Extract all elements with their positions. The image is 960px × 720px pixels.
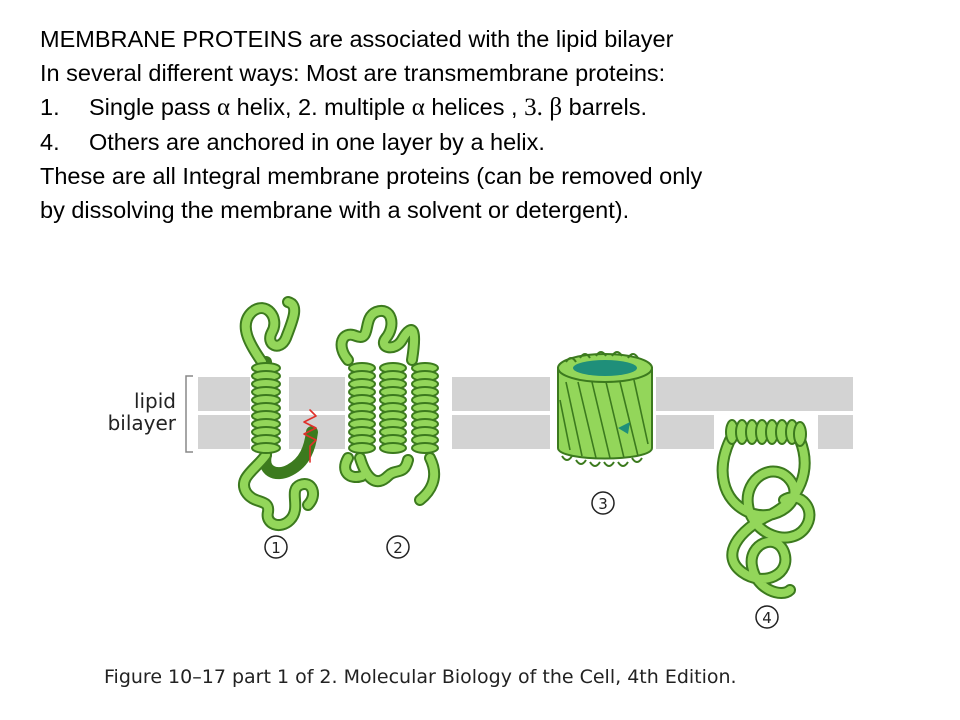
item-text: Single pass <box>89 94 218 120</box>
list-item-1: 1. Single pass α helix, 2. multiple α hel… <box>40 90 955 125</box>
lipid-anchor <box>303 409 317 463</box>
figure-caption: Figure 10–17 part 1 of 2. Molecular Biol… <box>104 666 737 688</box>
membrane-upper-leaflet <box>452 377 550 411</box>
alpha-symbol: α <box>411 94 425 121</box>
marker-1: 1 <box>271 539 281 557</box>
membrane-upper-leaflet <box>198 377 250 411</box>
monolayer-anchored-protein <box>716 419 816 599</box>
item-text: Others are anchored in one layer by a he… <box>89 129 545 155</box>
lipid-label-line-1: lipid <box>133 389 176 413</box>
list-item-4: 4. Others are anchored in one layer by a … <box>40 125 955 159</box>
lipid-bilayer <box>198 377 853 449</box>
membrane-lower-leaflet <box>656 415 714 449</box>
heading-line-2: In several different ways: Most are tran… <box>40 60 666 86</box>
membrane-lower-leaflet <box>818 415 853 449</box>
beta-barrel-protein <box>557 351 653 467</box>
membrane-lower-leaflet <box>198 415 250 449</box>
markers: 1 2 3 4 <box>264 491 779 629</box>
slide-text: MEMBRANE PROTEINS are associated with th… <box>40 22 955 227</box>
marker-2: 2 <box>393 539 403 557</box>
alpha-symbol: α <box>217 94 231 121</box>
item-number-3: 3. <box>524 94 543 121</box>
multipass-protein <box>335 305 441 506</box>
lipid-bilayer-label: lipid bilayer <box>104 390 176 434</box>
list-number: 1. <box>40 94 60 120</box>
membrane-lower-leaflet <box>452 415 550 449</box>
heading-line-1: MEMBRANE PROTEINS are associated with th… <box>40 26 674 52</box>
membrane-upper-leaflet <box>289 377 345 411</box>
single-pass-protein <box>238 296 320 532</box>
item-text: barrels. <box>562 94 647 120</box>
list-number: 4. <box>40 129 60 155</box>
item-text: helices , <box>424 94 525 120</box>
body-line-5: These are all Integral membrane proteins… <box>40 163 703 189</box>
bilayer-bracket <box>185 375 193 453</box>
marker-4: 4 <box>762 609 772 627</box>
item-text: helix, 2. multiple <box>230 94 412 120</box>
lipid-label-line-2: bilayer <box>107 411 176 435</box>
marker-3: 3 <box>598 495 608 513</box>
membrane-upper-leaflet <box>656 377 853 411</box>
beta-symbol: β <box>549 94 563 121</box>
body-line-6: by dissolving the membrane with a solven… <box>40 197 630 223</box>
